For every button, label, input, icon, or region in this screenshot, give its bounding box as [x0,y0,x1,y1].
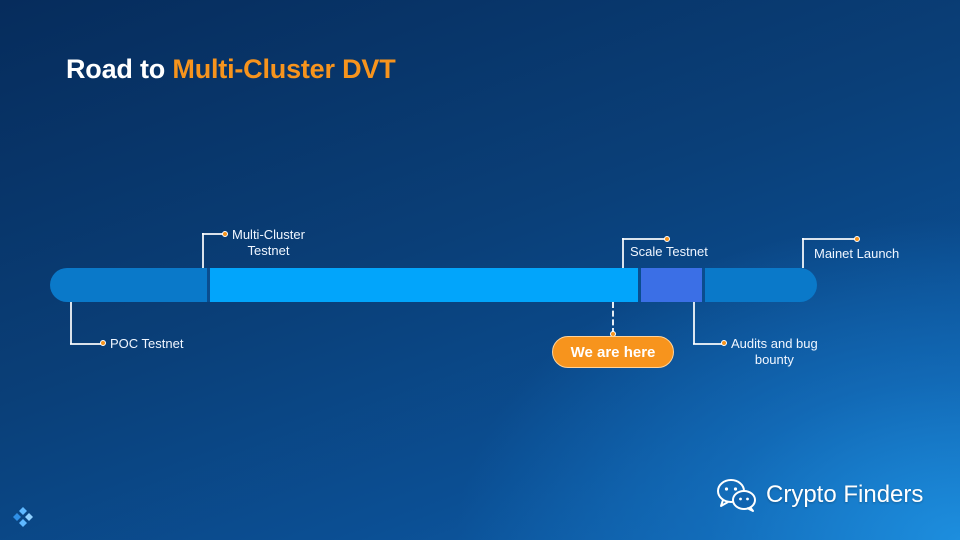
connector-line [693,302,695,344]
watermark-text: Crypto Finders [766,481,924,508]
timeline-track [50,268,817,302]
connector-line [202,233,224,235]
we-are-here-badge: We are here [552,336,674,368]
milestone-label-line: Multi-Cluster [232,227,305,242]
connector-line [693,343,723,345]
segment-poc [50,268,207,302]
current-position-dashed-line [612,302,614,334]
segment-scale [638,268,702,302]
milestone-dot [664,236,670,242]
milestone-dot [100,340,106,346]
milestone-label: POC Testnet [110,336,184,351]
wechat-icon [717,479,756,512]
title-highlight: Multi-Cluster DVT [172,54,396,84]
connector-line [622,238,666,240]
milestone-label: Scale Testnet [630,244,708,259]
milestone-dot [222,231,228,237]
watermark: Crypto Finders [716,477,923,513]
segment-audits-mainnet [702,268,817,302]
slide-title: Road to Multi-Cluster DVT [66,54,396,85]
milestone-label: Multi-Cluster Testnet [232,227,305,259]
connector-line [70,343,102,345]
title-prefix: Road to [66,54,166,84]
milestone-label-line: Audits and bug [731,336,818,351]
diamond-logo-icon [13,507,33,527]
milestone-dot [721,340,727,346]
milestone-dot [854,236,860,242]
milestone-label-line: bounty [754,352,794,367]
milestone-label: Audits and bug bounty [731,336,818,368]
milestone-label-line: Testnet [247,243,290,258]
connector-line [70,302,72,344]
milestone-label: Mainet Launch [814,246,900,261]
connector-line [802,238,804,268]
connector-line [802,238,856,240]
connector-line [202,233,204,268]
connector-line [622,238,624,268]
segment-multi-cluster [207,268,638,302]
